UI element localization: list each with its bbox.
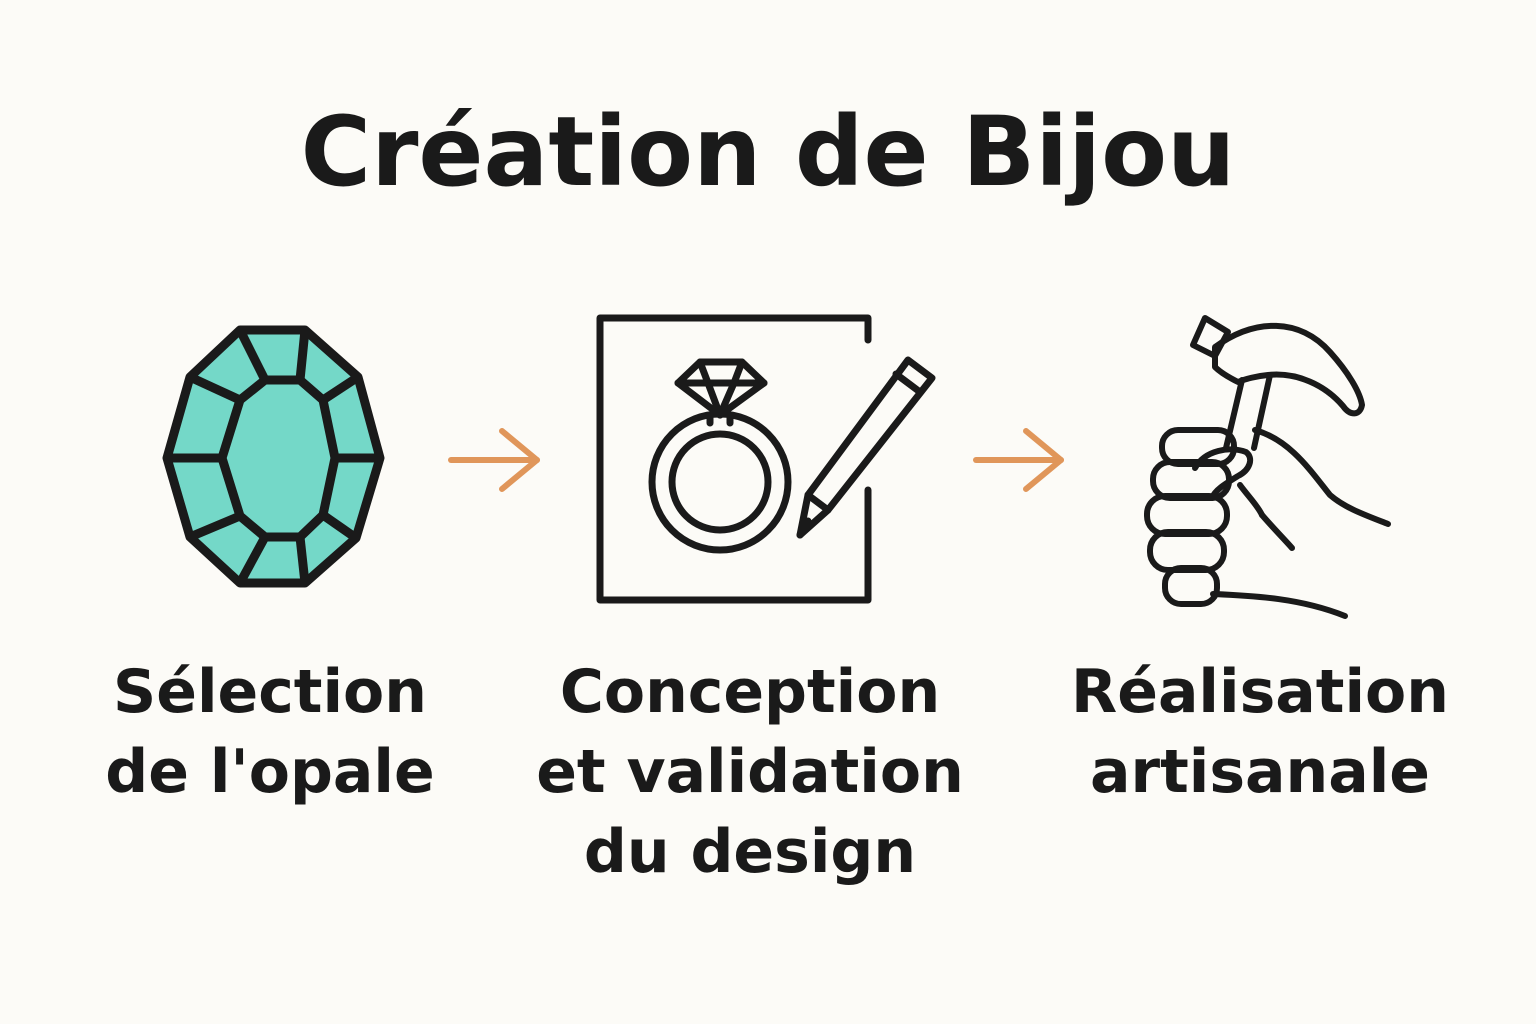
arrow-right-icon — [448, 428, 540, 492]
diagram-title: Création de Bijou — [300, 96, 1236, 208]
step-label-line: du design — [583, 817, 917, 887]
opal-gem-icon — [162, 325, 385, 588]
step-label-selection: Sélection de l'opale — [90, 652, 450, 812]
step-label-line: Sélection — [113, 657, 427, 727]
step-label-conception: Conception et validation du design — [535, 652, 965, 892]
step-label-line: artisanale — [1090, 737, 1430, 807]
arrow-right-icon — [973, 428, 1064, 492]
step-label-line: Réalisation — [1071, 657, 1449, 727]
step-label-line: Conception — [559, 657, 941, 727]
step-label-realisation: Réalisation artisanale — [1060, 652, 1460, 812]
step-label-line: de l'opale — [105, 737, 435, 807]
step-label-line: et validation — [536, 737, 964, 807]
hand-hammer-icon — [1144, 315, 1391, 619]
ring-design-sketch-icon — [596, 314, 936, 604]
